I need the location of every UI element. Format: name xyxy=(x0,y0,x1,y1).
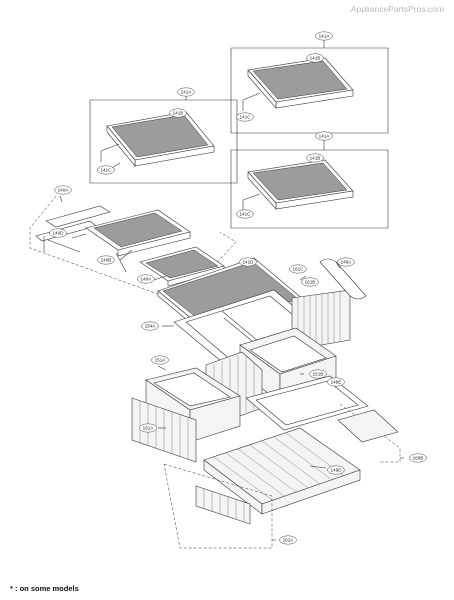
callout-label: 149D xyxy=(331,468,343,473)
callout-label: 151B xyxy=(313,372,324,377)
shelf-assembly-top-left xyxy=(89,96,238,184)
callout-bubble xyxy=(409,453,427,463)
callout-label: 141B xyxy=(310,56,321,61)
callout-label: 160B xyxy=(413,456,424,461)
callout-141a[interactable]: 141A xyxy=(315,131,333,141)
snack-pan xyxy=(203,427,361,515)
callout-bubble xyxy=(49,228,67,238)
callout-141b[interactable]: 141B xyxy=(169,108,187,118)
split-shelf-assembly xyxy=(29,195,237,303)
callout-151b[interactable]: 151B xyxy=(309,369,327,379)
callout-bubble xyxy=(279,535,297,545)
callout-label: 162A xyxy=(283,538,295,543)
callout-151a[interactable]: 151A xyxy=(151,355,169,365)
callout-label: 161C xyxy=(293,267,305,272)
callout-label: 161B xyxy=(305,280,316,285)
callout-140a[interactable]: 140A xyxy=(137,274,155,284)
callout-bubble xyxy=(239,257,257,267)
callout-141d[interactable]: 141D xyxy=(239,257,257,267)
dashed-group-box xyxy=(230,47,389,134)
callout-label: 141A xyxy=(181,90,193,95)
callout-label: 140A xyxy=(141,277,153,282)
dashed-group-box xyxy=(230,149,389,229)
callout-bubble xyxy=(306,53,324,63)
shelf-assembly-top-right xyxy=(230,40,389,134)
callout-label: 141C xyxy=(101,168,113,173)
callout-141b[interactable]: 141B xyxy=(306,53,324,63)
callout-bubble xyxy=(327,377,345,387)
callout-bubble xyxy=(139,423,157,433)
callout-161b[interactable]: 161B xyxy=(301,277,319,287)
callout-bubble xyxy=(309,369,327,379)
callout-bubble xyxy=(97,165,115,175)
callout-161a[interactable]: 161A xyxy=(139,423,157,433)
callout-label: 141B xyxy=(173,111,184,116)
callout-bubble xyxy=(236,112,254,122)
callout-bubble xyxy=(301,277,319,287)
callout-label: 141C xyxy=(240,115,252,120)
callout-140a[interactable]: 140A xyxy=(54,185,72,195)
callout-bubble xyxy=(315,31,333,41)
callout-label: 161A xyxy=(143,426,155,431)
callouts-layer: 141A 141B 141C 140A 140D 140B 140A 141D 161C 161B… xyxy=(49,31,427,545)
callout-bubble xyxy=(141,321,159,331)
callout-141a[interactable]: 141A xyxy=(177,87,195,97)
callout-bubble xyxy=(337,257,355,267)
callout-bubble xyxy=(54,185,72,195)
callout-bubble xyxy=(327,465,345,475)
callout-141c[interactable]: 141C xyxy=(97,165,115,175)
crisper-cover-frame xyxy=(173,289,329,368)
footnote-text: * : on some models xyxy=(10,584,79,593)
callout-label: 151A xyxy=(155,358,167,363)
callout-140b[interactable]: 140B xyxy=(97,255,115,265)
callout-label: 140A xyxy=(58,188,70,193)
callout-140d[interactable]: 140D xyxy=(49,228,67,238)
dashed-group-box xyxy=(89,99,238,184)
callout-label: 141B xyxy=(310,156,321,161)
callout-161c[interactable]: 161C xyxy=(289,264,307,274)
callout-label: 141A xyxy=(319,34,331,39)
drawer-rail-left xyxy=(131,397,197,463)
callout-bubble xyxy=(306,153,324,163)
callout-label: 141A xyxy=(319,134,331,139)
callout-label: 146A xyxy=(341,260,353,265)
callout-bubble xyxy=(315,131,333,141)
tray-cover xyxy=(245,375,369,431)
callout-154a[interactable]: 154A xyxy=(141,321,159,331)
shelf-assembly-middle-right xyxy=(230,140,389,229)
shelf-glass xyxy=(252,60,348,100)
callout-146a[interactable]: 146A xyxy=(337,257,355,267)
bottom-panel-assembly xyxy=(163,463,273,549)
slide-cover xyxy=(337,403,401,463)
callout-bubble xyxy=(137,274,155,284)
callout-bubble xyxy=(289,264,307,274)
callout-label: 141D xyxy=(243,260,255,265)
callout-label: 154A xyxy=(145,324,157,329)
callout-bubble xyxy=(169,108,187,118)
callout-label: 140D xyxy=(53,231,65,236)
callout-label: 149E xyxy=(331,380,342,385)
callout-162a[interactable]: 162A xyxy=(279,535,297,545)
callout-bubble xyxy=(97,255,115,265)
callout-160b[interactable]: 160B xyxy=(409,453,427,463)
callout-bubble xyxy=(236,209,254,219)
callout-label: 141C xyxy=(240,212,252,217)
callout-bubble xyxy=(177,87,195,97)
callout-149d[interactable]: 149D xyxy=(327,465,345,475)
callout-149e[interactable]: 149E xyxy=(327,377,345,387)
watermark-text: AppliancePartsPros.com xyxy=(350,4,444,14)
callout-141c[interactable]: 141C xyxy=(236,112,254,122)
callout-label: 140B xyxy=(101,258,112,263)
small-cover xyxy=(319,258,367,300)
callout-bubble xyxy=(151,355,169,365)
vegetable-drawer-left xyxy=(145,351,263,443)
callout-141b[interactable]: 141B xyxy=(306,153,324,163)
callout-141a[interactable]: 141A xyxy=(315,31,333,41)
callout-141c[interactable]: 141C xyxy=(236,209,254,219)
